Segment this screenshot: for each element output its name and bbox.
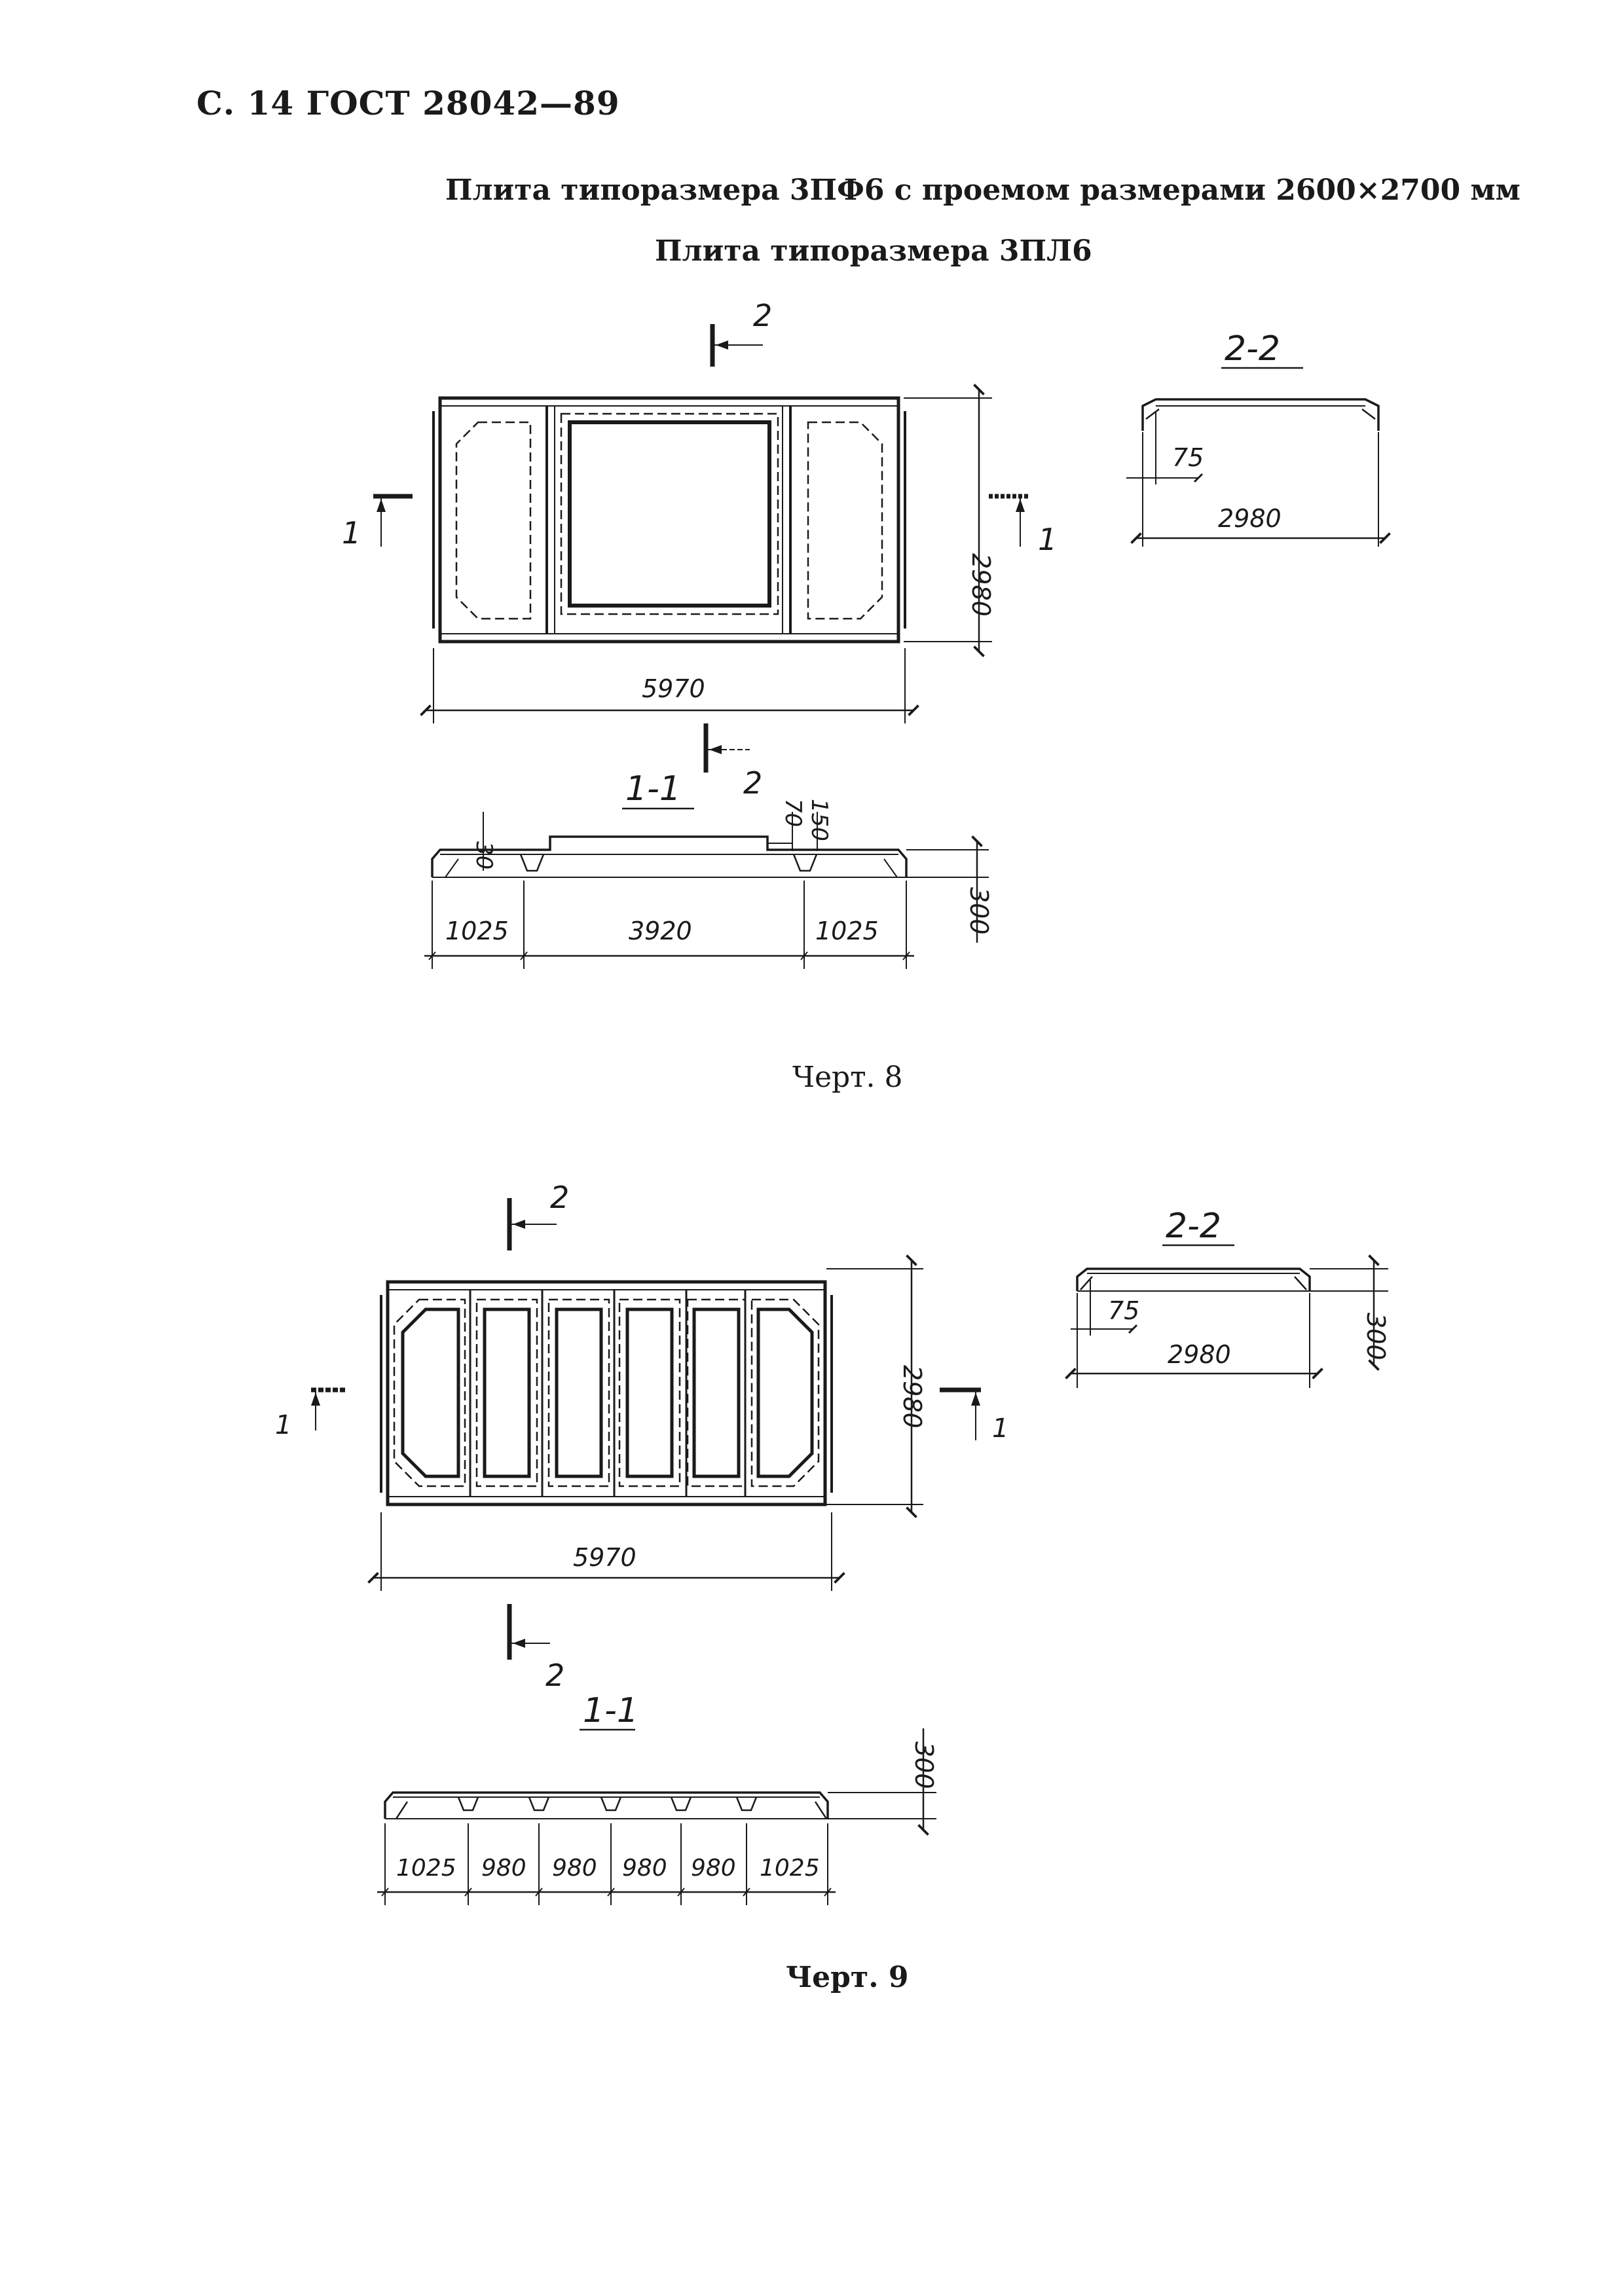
drawing9-section22-width: 2980 [1168, 1340, 1231, 1369]
drawing9-span-1: 1025 [396, 1855, 456, 1882]
drawing8-section11-height: 300 [965, 887, 993, 935]
drawing8-title-line2: Плита типоразмера 3ПЛ6 [655, 234, 1092, 268]
drawing9-cut2-bottom: 2 [545, 1658, 564, 1693]
drawing9-caption: Черт. 9 [786, 1961, 909, 1994]
drawing9-section-11: 1-1 300 1025 980 [377, 1691, 938, 1905]
drawing9-span-6: 1025 [760, 1855, 820, 1882]
drawing8-title-line1: Плита типоразмера 3ПФ6 с проемом размера… [445, 173, 1521, 207]
drawing8-cut1-left: 1 [342, 515, 361, 551]
drawing8-cut1-right: 1 [1038, 522, 1057, 557]
drawing8-section22-rib: 75 [1172, 443, 1204, 472]
drawing8-section11-dim70: 70 [780, 799, 806, 827]
drawing8-plan-width: 5970 [642, 674, 705, 703]
drawing8-section-22: 2-2 75 2980 [1126, 329, 1391, 547]
drawing8-section11-dim30: 30 [471, 841, 497, 869]
page-header: С. 14 ГОСТ 28042—89 [196, 84, 620, 122]
drawing9-cut1-left: 1 [275, 1410, 291, 1440]
drawing8-section22-width: 2980 [1218, 504, 1282, 533]
drawing8-section11-label: 1-1 [625, 769, 681, 809]
drawing9-section11-height: 300 [910, 1741, 938, 1789]
drawing9-plan-width: 5970 [573, 1543, 637, 1572]
drawing8-plan-height: 2980 [967, 553, 995, 617]
drawing9-span-3: 980 [552, 1855, 597, 1882]
drawing9-plan-height: 2980 [898, 1365, 927, 1429]
drawing9-span-5: 980 [691, 1855, 736, 1882]
drawing9-cut2-top: 2 [550, 1180, 569, 1215]
drawing9-section11-label: 1-1 [583, 1691, 638, 1730]
drawing8-section-11: 2 1-1 30 70 150 300 1025 3920 1025 [424, 723, 993, 969]
drawing8-section11-mid: 3920 [629, 917, 692, 945]
drawing8-section11-right: 1025 [815, 917, 879, 945]
drawing9-span-4: 980 [622, 1855, 667, 1882]
drawing8-cut2-label: 2 [753, 298, 772, 333]
drawing9-span-2: 980 [481, 1855, 526, 1882]
drawing8-plan: 5970 2980 2 1 1 [342, 298, 1057, 723]
drawing8-section22-label: 2-2 [1225, 329, 1280, 369]
drawing9-section-22: 2-2 75 2980 300 [1065, 1207, 1390, 1388]
drawing9-plan: 5970 2980 2 2 1 1 [275, 1180, 1008, 1693]
drawing9-section22-rib: 75 [1108, 1296, 1139, 1325]
drawing9-section22-height: 300 [1361, 1313, 1390, 1360]
drawing8-cut2-lower: 2 [743, 765, 762, 801]
drawing8-caption: Черт. 8 [792, 1061, 903, 1094]
drawing8-section11-dim150: 150 [806, 799, 832, 841]
drawing9-section22-label: 2-2 [1166, 1207, 1221, 1246]
drawing9-cut1-right: 1 [992, 1413, 1008, 1444]
drawing8-section11-left: 1025 [445, 917, 509, 945]
